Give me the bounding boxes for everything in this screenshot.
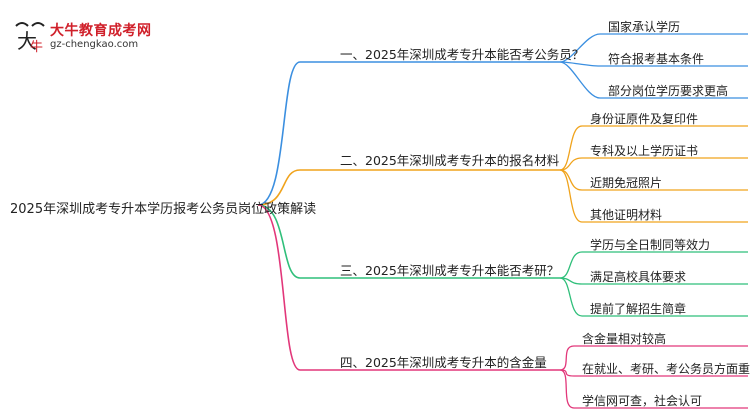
leaf-item[interactable]: 含金量相对较高 xyxy=(582,332,667,346)
leaf-item[interactable]: 满足高校具体要求 xyxy=(590,270,687,284)
leaf-item[interactable]: 学信网可查，社会认可 xyxy=(582,394,703,408)
logo-title: 大牛教育成考网 xyxy=(50,23,152,39)
branch-label[interactable]: 三、2025年深圳成考专升本能否考研？ xyxy=(340,263,560,278)
leaf-item[interactable]: 近期免冠照片 xyxy=(590,176,663,190)
root-branch-connector xyxy=(257,169,301,206)
leaf-item[interactable]: 其他证明材料 xyxy=(590,208,663,222)
leaf-connector xyxy=(559,169,583,223)
leaf-item[interactable]: 在就业、考研、考公务员方面重要 xyxy=(582,362,750,376)
leaf-connector xyxy=(559,169,583,191)
leaf-connector xyxy=(559,277,583,317)
leaf-connector xyxy=(559,345,575,371)
root-branch-connector xyxy=(257,204,301,371)
svg-text:大: 大 xyxy=(17,29,37,53)
leaf-item[interactable]: 提前了解招生简章 xyxy=(590,302,687,316)
branch-label[interactable]: 一、2025年深圳成考专升本能否考公务员？ xyxy=(340,47,585,62)
leaf-connector xyxy=(559,157,583,171)
branch-label[interactable]: 四、2025年深圳成考专升本的含金量 xyxy=(340,355,547,370)
leaf-item[interactable]: 部分岗位学历要求更高 xyxy=(608,84,729,98)
branch-label[interactable]: 二、2025年深圳成考专升本的报名材料 xyxy=(340,153,560,168)
leaf-connector xyxy=(559,33,601,63)
ox-logo-icon: 大 牛 xyxy=(15,22,45,54)
leaf-connector xyxy=(559,251,583,279)
site-logo[interactable]: 大 牛 大牛教育成考网 gz-chengkao.com xyxy=(12,18,172,58)
root-branch-connector xyxy=(257,61,301,206)
root-topic[interactable]: 2025年深圳成考专升本学历报考公务员岗位政策解读 xyxy=(10,202,317,217)
logo-url: gz-chengkao.com xyxy=(50,39,139,50)
leaf-item[interactable]: 符合报考基本条件 xyxy=(608,52,705,66)
leaf-item[interactable]: 国家承认学历 xyxy=(608,20,681,34)
leaf-connector xyxy=(559,61,601,99)
leaf-item[interactable]: 专科及以上学历证书 xyxy=(590,144,699,158)
root-branch-connector xyxy=(257,204,301,279)
leaf-item[interactable]: 身份证原件及复印件 xyxy=(590,112,699,126)
svg-text:牛: 牛 xyxy=(30,40,43,54)
leaf-connector xyxy=(559,125,583,171)
leaf-item[interactable]: 学历与全日制同等效力 xyxy=(590,238,711,252)
leaf-connector xyxy=(559,369,575,409)
